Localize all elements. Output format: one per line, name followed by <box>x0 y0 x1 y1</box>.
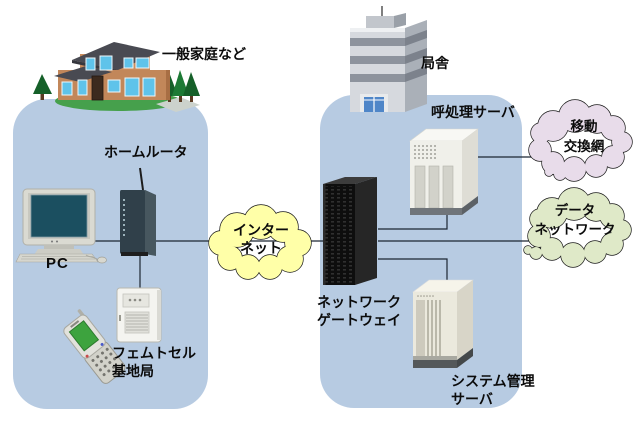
office-building-illustration <box>340 4 432 118</box>
mobile-phone-illustration <box>45 308 145 392</box>
building-label: 局舎 <box>421 55 449 71</box>
data-network-cloud-label: データ ネットワーク <box>534 203 616 237</box>
call-server-label: 呼処理サーバ <box>431 104 515 120</box>
system-server-illustration <box>405 272 485 384</box>
pc-illustration <box>14 186 108 266</box>
call-server-illustration <box>405 124 485 220</box>
mobile-switching-cloud-label: 移動 交換網 <box>563 119 605 154</box>
home-router-label: ホームルータ <box>104 144 188 160</box>
internet-cloud-label: インター ネット <box>233 222 289 256</box>
house-label: 一般家庭など <box>162 46 246 62</box>
network-gateway-label: ネットワーク ゲートウェイ <box>317 294 401 328</box>
network-gateway-illustration <box>318 172 382 290</box>
home-router-illustration <box>112 164 162 260</box>
pc-label: PC <box>46 255 69 272</box>
femtocell-label: フェムトセル 基地局 <box>112 345 196 379</box>
femtocell-illustration <box>114 285 168 345</box>
system-server-label: システム管理 サーバ <box>451 373 535 407</box>
house-illustration <box>28 34 208 116</box>
